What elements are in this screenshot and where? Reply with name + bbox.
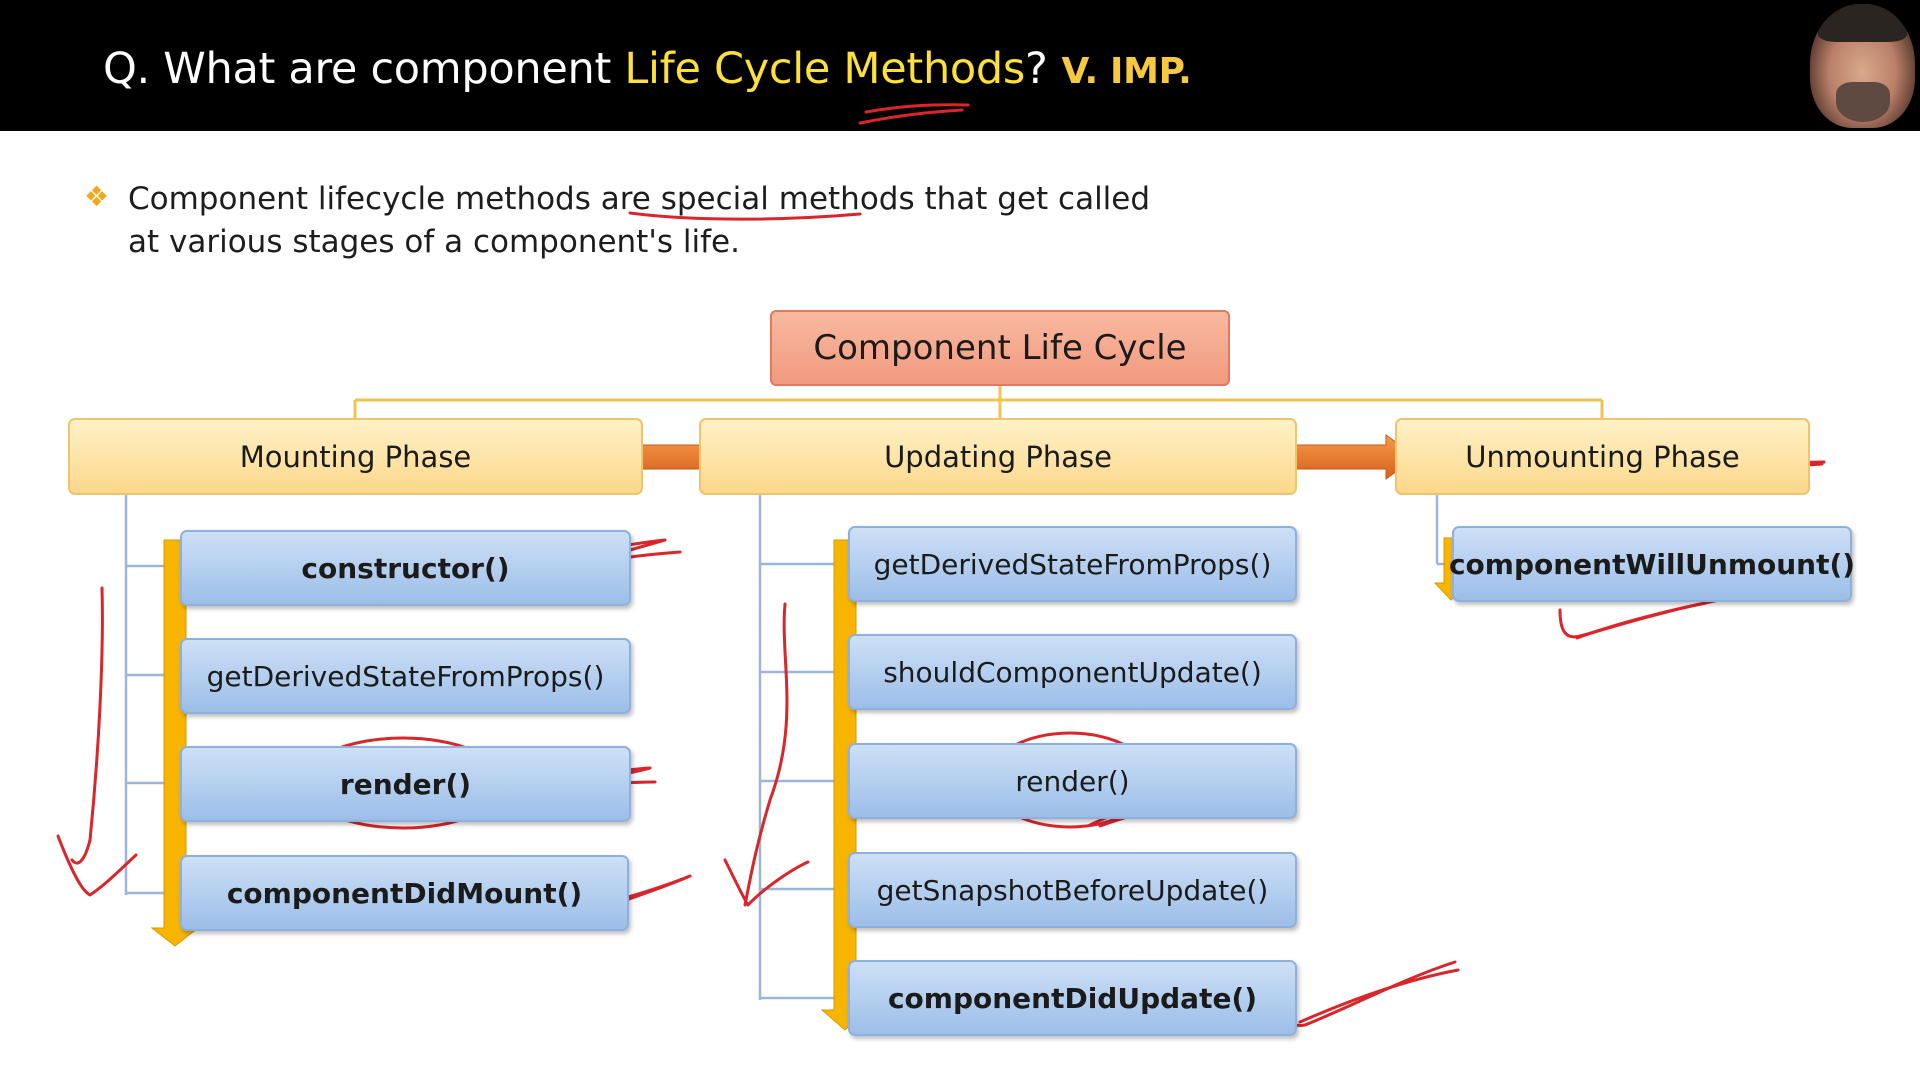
mounting-method-render: render()	[180, 746, 631, 822]
diamond-cluster-icon: ❖	[84, 180, 110, 213]
phase-mounting: Mounting Phase	[68, 418, 643, 495]
phase-updating: Updating Phase	[699, 418, 1297, 495]
title-highlight: Life Cycle Methods	[624, 44, 1025, 94]
mounting-method-getderivedstatefromprops: getDerivedStateFromProps()	[180, 638, 631, 714]
phase-unmounting: Unmounting Phase	[1395, 418, 1810, 495]
header-bar: Q. What are component Life Cycle Methods…	[0, 0, 1920, 131]
updating-method-render: render()	[848, 743, 1297, 819]
updating-method-componentdidupdate: componentDidUpdate()	[848, 960, 1297, 1036]
root-connector	[353, 386, 1604, 418]
mounting-method-constructor: constructor()	[180, 530, 631, 606]
presenter-avatar	[1810, 4, 1915, 128]
updating-method-shouldcomponentupdate: shouldComponentUpdate()	[848, 634, 1297, 710]
intro-text: Component lifecycle methods are special …	[128, 181, 1151, 260]
updating-method-getderivedstatefromprops: getDerivedStateFromProps()	[848, 526, 1297, 602]
mounting-method-componentdidmount: componentDidMount()	[180, 855, 629, 931]
slide-title: Q. What are component Life Cycle Methods…	[103, 44, 1192, 94]
importance-badge: V. IMP.	[1061, 51, 1192, 92]
updating-method-getsnapshotbeforeupdate: getSnapshotBeforeUpdate()	[848, 852, 1297, 928]
title-suffix: ?	[1025, 44, 1048, 94]
root-node: Component Life Cycle	[770, 310, 1230, 386]
unmounting-method-componentwillunmount: componentWillUnmount()	[1449, 526, 1855, 602]
title-prefix: Q. What are component	[103, 44, 625, 94]
